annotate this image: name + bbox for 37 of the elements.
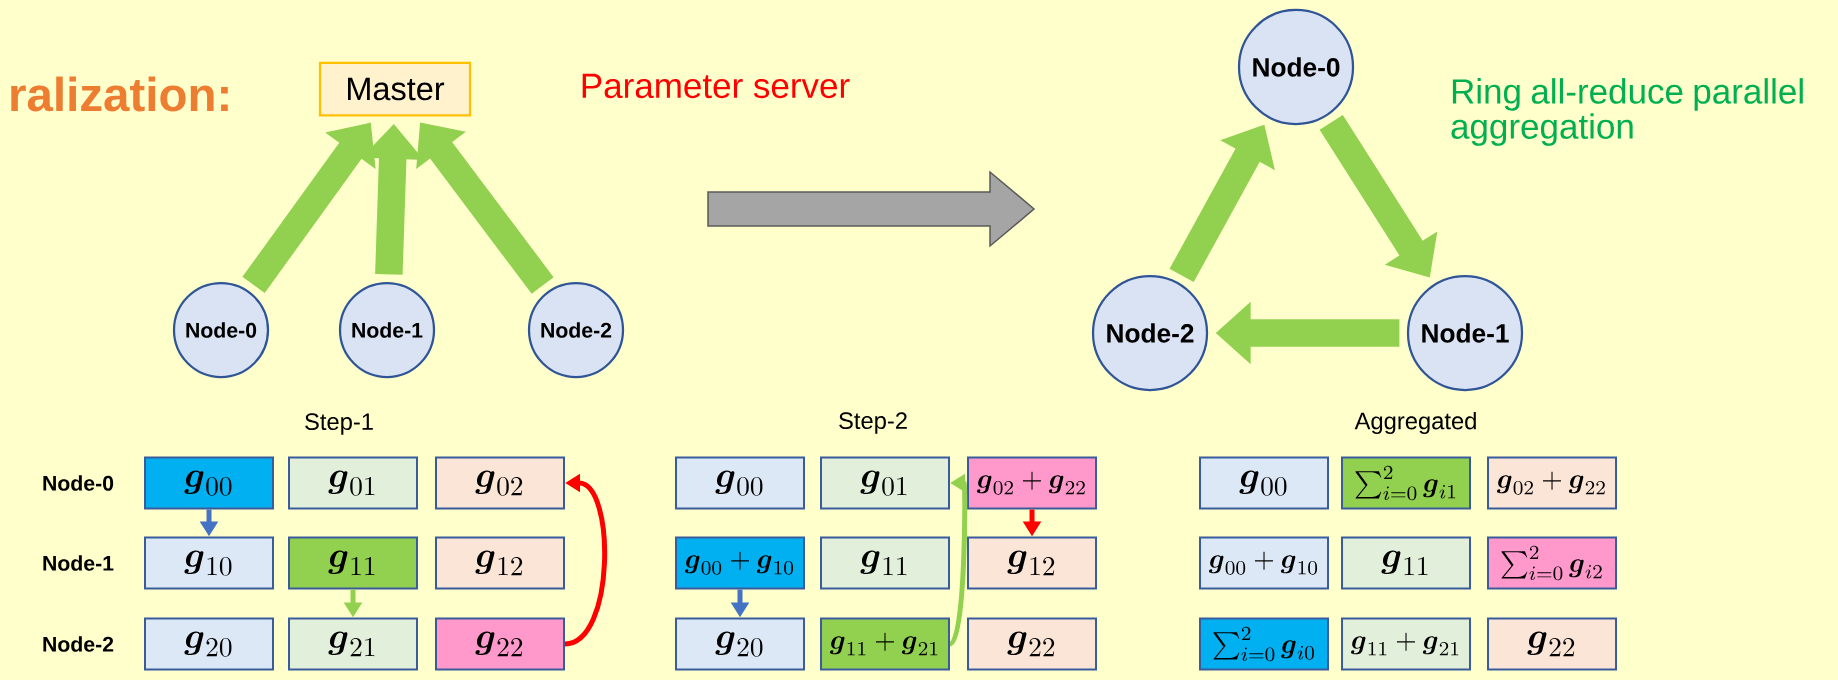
step-title: Step-2 [839,412,907,434]
gradient-cell: $\boldsymbol{g}_{02}$ [435,456,565,510]
row-label: Node-2 [43,636,114,652]
gradient-cell: $\boldsymbol{g}_{00}+\boldsymbol{g}_{10}$ [675,536,805,590]
row-label: Node-0 [43,475,114,491]
server-box: Master [318,61,472,117]
gradient-cell: $\boldsymbol{g}_{11}$ [820,536,950,590]
gradient-cell: $\boldsymbol{g}_{00}+\boldsymbol{g}_{10}$ [1199,536,1329,590]
gradient-cell: $\boldsymbol{g}_{01}$ [288,456,418,510]
row-label: Node-1 [43,555,114,571]
gradient-cell: $\boldsymbol{g}_{22}$ [967,617,1097,671]
gradient-cell: $\boldsymbol{g}_{00}$ [144,456,274,510]
gradient-cell: $\boldsymbol{g}_{00}$ [675,456,805,510]
step-title: Aggregated [1354,411,1476,435]
gradient-cell: $\boldsymbol{g}_{21}$ [288,617,418,671]
gradient-cell: $\boldsymbol{g}_{02}+\boldsymbol{g}_{22}$ [967,456,1097,510]
gradient-cell: $\boldsymbol{g}_{10}$ [144,536,274,590]
gradient-cell: $\boldsymbol{g}_{12}$ [435,536,565,590]
gradient-cell: $\boldsymbol{g}_{02}+\boldsymbol{g}_{22}$ [1487,456,1617,510]
gradient-cell: $\boldsymbol{g}_{22}$ [1487,617,1617,671]
gradient-cell: $\sum_{i=0}^{2}\boldsymbol{g}_{i0}$ [1199,617,1329,671]
diagram-label: Ring all-reduce parallel aggregation [1451,78,1803,146]
gradient-cell: $\boldsymbol{g}_{20}$ [144,617,274,671]
gradient-cell: $\sum_{i=0}^{2}\boldsymbol{g}_{i2}$ [1487,536,1617,590]
gradient-cell: $\sum_{i=0}^{2}\boldsymbol{g}_{i1}$ [1341,456,1471,510]
gradient-cell: $\boldsymbol{g}_{01}$ [820,456,950,510]
gradient-cell: $\boldsymbol{g}_{11}$ [1341,536,1471,590]
gradient-cell: $\boldsymbol{g}_{12}$ [967,536,1097,590]
gradient-cell: $\boldsymbol{g}_{00}$ [1199,456,1329,510]
gradient-cell: $\boldsymbol{g}_{20}$ [675,617,805,671]
gradient-cell: $\boldsymbol{g}_{11}$ [288,536,418,590]
gradient-cell: $\boldsymbol{g}_{22}$ [435,617,565,671]
gradient-cell: $\boldsymbol{g}_{11}+\boldsymbol{g}_{21}$ [1341,617,1471,671]
step-title: Step-1 [305,413,373,435]
heading: ralization: [11,76,228,112]
diagram-label: Parameter server [582,73,850,99]
gradient-cell: $\boldsymbol{g}_{11}+\boldsymbol{g}_{21}$ [820,617,950,671]
